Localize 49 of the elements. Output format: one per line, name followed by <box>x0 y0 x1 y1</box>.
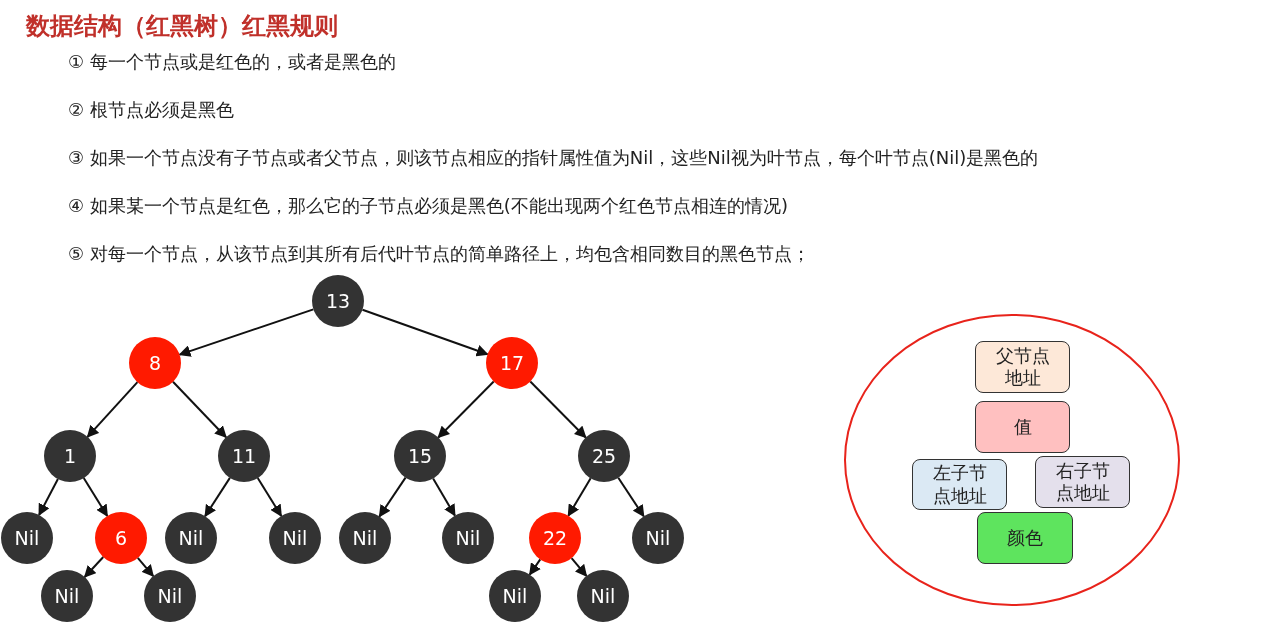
tree-node-circle: 1 <box>44 430 96 482</box>
tree-node-circle: Nil <box>339 512 391 564</box>
tree-node-circle: Nil <box>269 512 321 564</box>
field-box: 左子节点地址 <box>912 459 1007 510</box>
arrow <box>172 380 227 439</box>
tree-node-circle: 6 <box>95 512 147 564</box>
rule-text: ② 根节点必须是黑色 <box>68 98 234 122</box>
arrow <box>86 381 139 438</box>
arrow <box>570 557 588 577</box>
field-box: 值 <box>975 401 1070 453</box>
field-box: 颜色 <box>977 512 1073 564</box>
rule-text: ③ 如果一个节点没有子节点或者父节点，则该节点相应的指针属性值为Nil，这些Nil视为叶节点，每个叶节点(Nil)是黑色的 <box>68 146 1039 170</box>
tree-node-circle: 13 <box>312 275 364 327</box>
title: 数据结构（红黑树）红黑规则 <box>26 11 338 42</box>
arrow <box>178 308 315 357</box>
tree-node-circle: Nil <box>632 512 684 564</box>
arrow <box>617 476 645 518</box>
arrow <box>256 477 283 517</box>
arrow <box>528 558 542 576</box>
arrow <box>204 476 231 518</box>
tree-node-circle: Nil <box>41 570 93 622</box>
node-structure-ellipse <box>844 314 1180 606</box>
tree-node-circle: Nil <box>442 512 494 564</box>
arrow <box>437 380 495 439</box>
rule-text: ① 每一个节点或是红色的，或者是黑色的 <box>68 50 396 74</box>
tree-node-circle: Nil <box>489 570 541 622</box>
arrow <box>432 477 456 517</box>
arrow <box>82 477 109 517</box>
tree-node-circle: 22 <box>529 512 581 564</box>
rule-text: ⑤ 对每一个节点，从该节点到其所有后代叶节点的简单路径上，均包含相同数目的黑色节点； <box>68 242 810 266</box>
tree-node-circle: Nil <box>165 512 217 564</box>
field-box: 父节点地址 <box>975 341 1070 393</box>
field-box: 右子节点地址 <box>1035 456 1130 508</box>
tree-node-circle: 11 <box>218 430 270 482</box>
tree-node-circle: Nil <box>144 570 196 622</box>
tree-node-circle: 25 <box>578 430 630 482</box>
arrow <box>529 380 587 439</box>
arrow <box>38 478 59 517</box>
tree-node-circle: 8 <box>129 337 181 389</box>
tree-node-circle: Nil <box>1 512 53 564</box>
arrow <box>378 476 407 518</box>
arrow <box>567 477 592 517</box>
tree-node-circle: 17 <box>486 337 538 389</box>
arrow <box>361 308 489 357</box>
arrow <box>136 556 155 578</box>
rule-text: ④ 如果某一个节点是红色，那么它的子节点必须是黑色(不能出现两个红色节点相连的情况) <box>68 194 788 218</box>
arrow <box>83 556 105 578</box>
tree-node-circle: Nil <box>577 570 629 622</box>
tree-node-circle: 15 <box>394 430 446 482</box>
